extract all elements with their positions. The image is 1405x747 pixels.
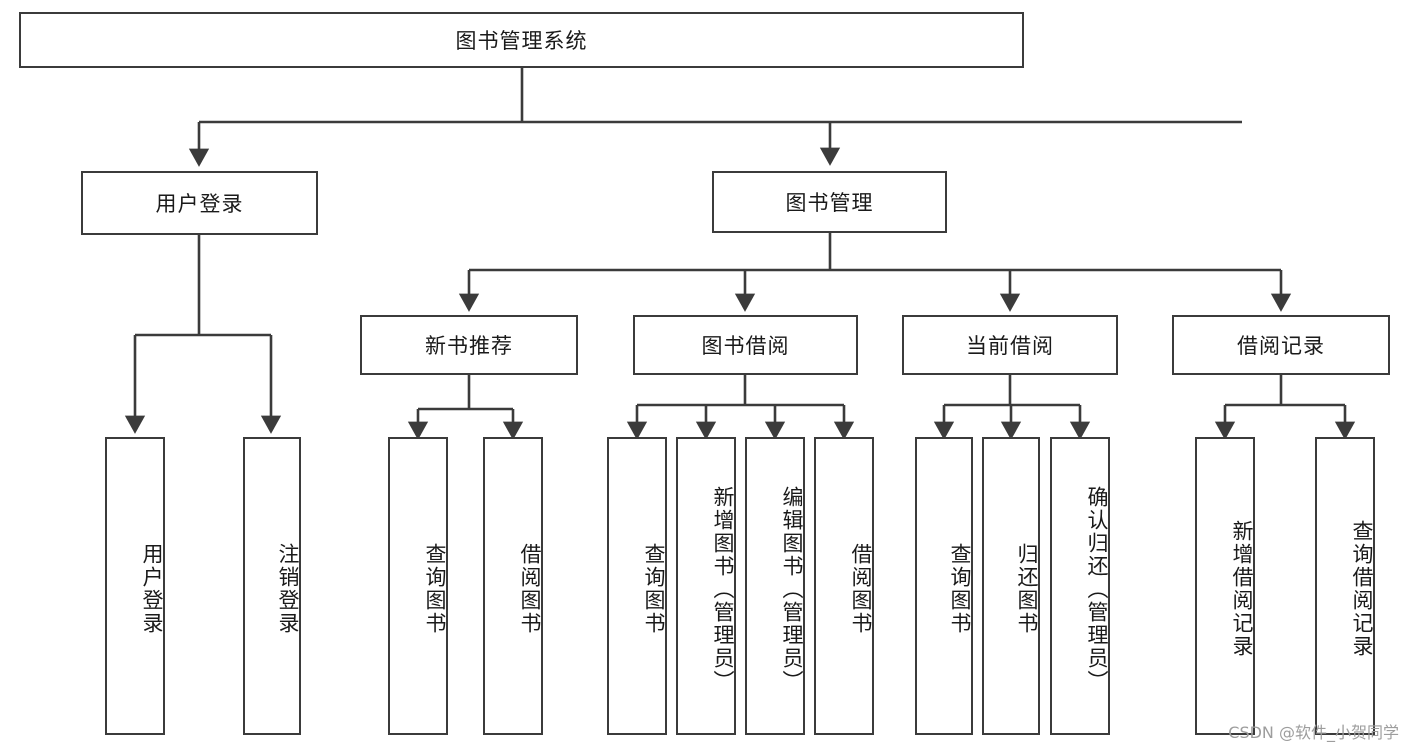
- node-current-borrow[interactable]: 当前借阅: [902, 315, 1118, 375]
- node-leaf-query-book-borrow[interactable]: 查询图书: [607, 437, 667, 735]
- node-book-borrow[interactable]: 图书借阅: [633, 315, 858, 375]
- node-leaf-borrow-book-recommend[interactable]: 借阅图书: [483, 437, 543, 735]
- node-root-system[interactable]: 图书管理系统: [19, 12, 1024, 68]
- node-leaf-user-logout[interactable]: 注销登录: [243, 437, 301, 735]
- node-leaf-add-borrow-record[interactable]: 新增借阅记录: [1195, 437, 1255, 735]
- node-user-login[interactable]: 用户登录: [81, 171, 318, 235]
- node-leaf-add-book-admin[interactable]: 新增图书（管理员）: [676, 437, 736, 735]
- node-leaf-return-book[interactable]: 归还图书: [982, 437, 1040, 735]
- node-leaf-user-login[interactable]: 用户登录: [105, 437, 165, 735]
- node-leaf-borrow-book-borrow[interactable]: 借阅图书: [814, 437, 874, 735]
- node-borrow-record[interactable]: 借阅记录: [1172, 315, 1390, 375]
- node-leaf-query-borrow-record[interactable]: 查询借阅记录: [1315, 437, 1375, 735]
- node-leaf-query-book-current[interactable]: 查询图书: [915, 437, 973, 735]
- node-leaf-confirm-return-admin[interactable]: 确认归还（管理员）: [1050, 437, 1110, 735]
- node-leaf-query-book-recommend[interactable]: 查询图书: [388, 437, 448, 735]
- watermark-text: CSDN @软件_小贺同学: [1228, 723, 1399, 742]
- node-new-book-recommend[interactable]: 新书推荐: [360, 315, 578, 375]
- node-leaf-edit-book-admin[interactable]: 编辑图书（管理员）: [745, 437, 805, 735]
- node-book-manage[interactable]: 图书管理: [712, 171, 947, 233]
